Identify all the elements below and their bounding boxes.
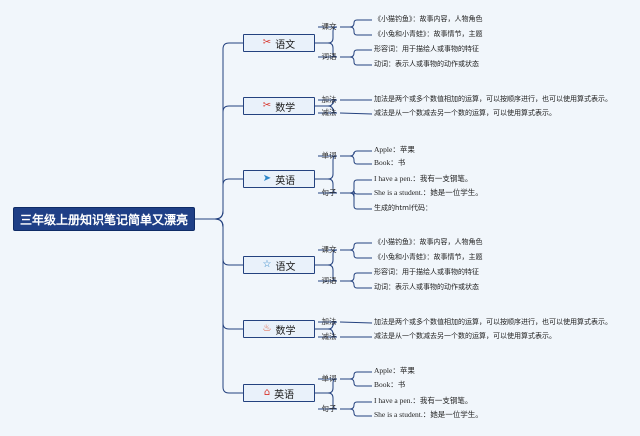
sub-topic[interactable]: 课文 [321, 22, 337, 31]
sub-topic[interactable]: 减法 [321, 108, 337, 117]
branch-label: 数学 [275, 102, 296, 114]
sub-topic[interactable]: 加法 [321, 95, 337, 104]
sub-topic[interactable]: 词语 [321, 52, 337, 61]
connector-sub-leaf [340, 280, 372, 289]
connector-sub-leaf [340, 192, 372, 210]
connector-branch-sub [315, 105, 338, 114]
connector-branch-sub [315, 42, 338, 58]
leaf-text[interactable]: 《小猫钓鱼》：故事内容，人物角色 [374, 238, 483, 246]
leaf-text[interactable]: 《小猫钓鱼》：故事内容，人物角色 [374, 15, 483, 23]
connector-root-branch [195, 42, 243, 220]
leaf-text[interactable]: 形容词：用于描绘人或事物的特征 [374, 268, 479, 276]
sub-topic[interactable]: 课文 [321, 245, 337, 254]
branch-label: 语文 [275, 39, 296, 51]
sub-topic[interactable]: 句子 [321, 188, 337, 197]
leaf-text[interactable]: 生成的html代码： [374, 204, 432, 212]
fire-icon: ♨ [262, 323, 272, 334]
leaf-text[interactable]: Book：书 [374, 158, 406, 167]
home-icon: ⌂ [263, 387, 271, 398]
sub-topic[interactable]: 句子 [321, 404, 337, 413]
connector-root-branch [195, 218, 243, 330]
branch-label: 英语 [275, 175, 296, 187]
connector-sub-leaf [340, 190, 372, 198]
connector-sub-leaf [340, 242, 372, 251]
connector-branch-sub [315, 328, 338, 338]
root-topic[interactable]: 三年级上册知识笔记简单又漂亮 [13, 207, 195, 231]
sub-topic[interactable]: 减法 [321, 332, 337, 341]
branch-node[interactable]: ✂数学 [243, 97, 315, 115]
connector-sub-leaf [340, 378, 372, 387]
connector-sub-leaf [339, 112, 373, 115]
connector-root-branch [195, 178, 243, 220]
connector-sub-leaf [339, 321, 373, 324]
branch-label: 语文 [275, 261, 296, 273]
connector-branch-sub [315, 321, 338, 330]
sub-topic[interactable]: 单词 [321, 374, 337, 383]
connector-branch-sub [315, 26, 338, 44]
connector-branch-sub [315, 249, 338, 266]
branch-node[interactable]: ✂语文 [243, 34, 315, 52]
branch-label: 英语 [274, 389, 295, 401]
leaf-text[interactable]: 《小兔和小青蛙》：故事情节，主题 [374, 30, 483, 38]
leaf-text[interactable]: 动词：表示人或事物的动作或状态 [374, 283, 479, 291]
connector-sub-leaf [340, 155, 372, 165]
connector-branch-sub [315, 264, 338, 282]
connector-branch-sub [315, 392, 338, 410]
connector-sub-leaf [340, 179, 372, 194]
connector-sub-leaf [340, 401, 372, 410]
sub-topic[interactable]: 单词 [321, 151, 337, 160]
connector-sub-leaf [340, 371, 372, 380]
leaf-text[interactable]: 动词：表示人或事物的动作或状态 [374, 60, 479, 68]
connector-branch-sub [315, 99, 338, 107]
leaf-text[interactable]: I have a pen.：我有一支钢笔。 [374, 174, 473, 183]
leaf-text[interactable]: 形容词：用于描绘人或事物的特征 [374, 45, 479, 53]
sub-topic[interactable]: 加法 [321, 317, 337, 326]
star-icon: ☆ [262, 259, 272, 270]
leaf-text[interactable]: Book：书 [374, 380, 406, 389]
connector-root-branch [195, 105, 243, 220]
connector-sub-leaf [340, 150, 372, 157]
branch-node[interactable]: ♨数学 [243, 320, 315, 338]
leaf-text[interactable]: 《小兔和小青蛙》：故事情节，主题 [374, 253, 483, 261]
leaf-text[interactable]: She is a student.：她是一位学生。 [374, 188, 483, 197]
connector-sub-leaf [340, 272, 372, 282]
connector-root-branch [195, 218, 243, 266]
leaf-text[interactable]: 加法是两个或多个数值相加的运算，可以按顺序进行，也可以使用算式表示。 [374, 318, 612, 326]
leaf-text[interactable]: Apple：苹果 [374, 145, 415, 154]
connector-sub-leaf [340, 19, 372, 28]
connector-sub-leaf [340, 49, 372, 58]
branch-label: 数学 [275, 325, 296, 337]
scissors-icon: ✂ [262, 100, 272, 111]
connector-sub-leaf [340, 26, 372, 36]
connector-branch-sub [315, 378, 338, 394]
branch-node[interactable]: ➤英语 [243, 170, 315, 188]
connector-branch-sub [315, 178, 338, 194]
sub-topic[interactable]: 词语 [321, 276, 337, 285]
leaf-text[interactable]: She is a student.：她是一位学生。 [374, 410, 483, 419]
root-topic-label: 三年级上册知识笔记简单又漂亮 [19, 212, 188, 227]
leaf-text[interactable]: I have a pen.：我有一支钢笔。 [374, 396, 473, 405]
scissors-icon: ✂ [262, 37, 272, 48]
connector-sub-leaf [340, 56, 372, 66]
paper-plane-icon: ➤ [262, 173, 272, 184]
leaf-text[interactable]: 减法是从一个数减去另一个数的运算，可以使用算式表示。 [374, 332, 556, 340]
connector-root-branch [195, 218, 243, 394]
branch-node[interactable]: ⌂英语 [243, 384, 315, 402]
branch-node[interactable]: ☆语文 [243, 256, 315, 274]
connector-branch-sub [315, 155, 338, 180]
connector-sub-leaf [340, 408, 372, 417]
leaf-text[interactable]: Apple：苹果 [374, 366, 415, 375]
leaf-text[interactable]: 减法是从一个数减去另一个数的运算，可以使用算式表示。 [374, 109, 556, 117]
connector-sub-leaf [340, 249, 372, 259]
leaf-text[interactable]: 加法是两个或多个数值相加的运算，可以按顺序进行，也可以使用算式表示。 [374, 95, 612, 103]
